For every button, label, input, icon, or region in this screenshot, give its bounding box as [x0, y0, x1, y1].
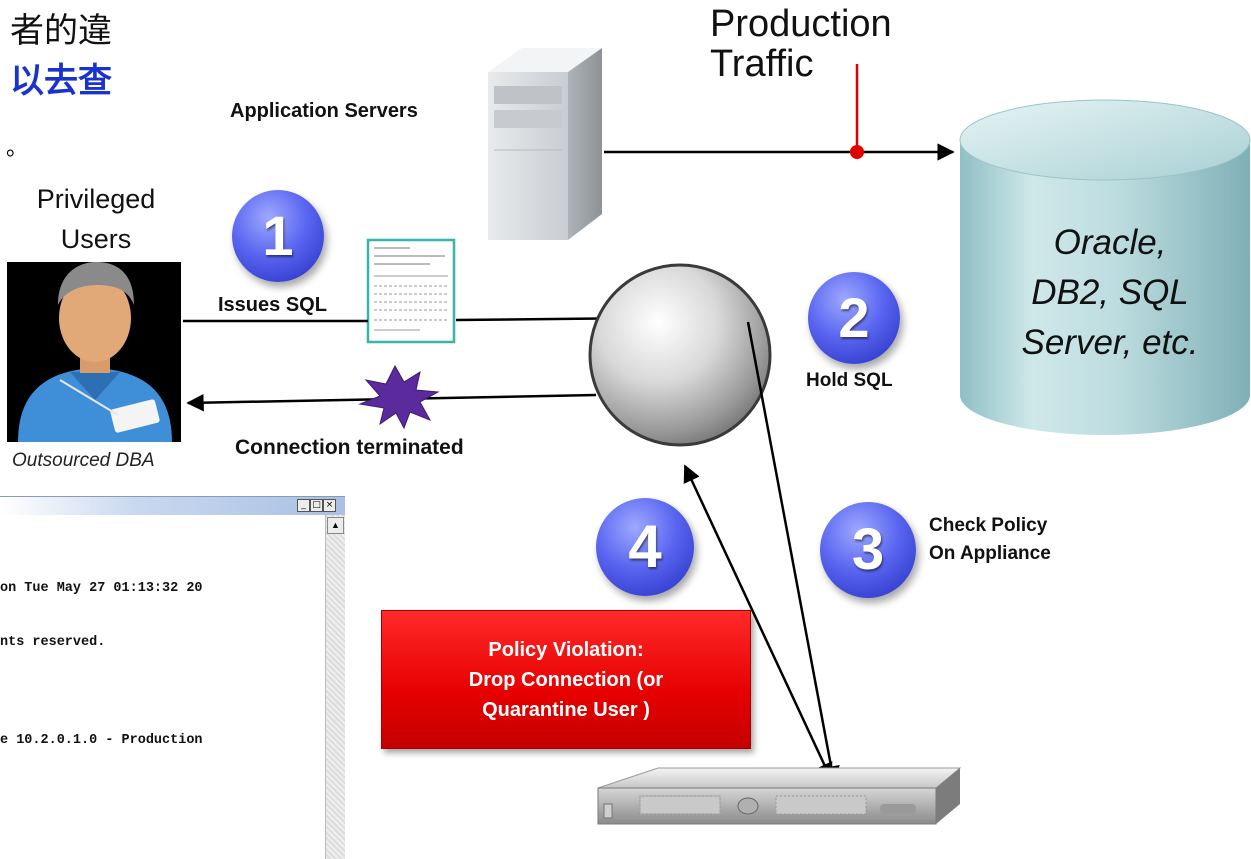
step-3-number: 3	[851, 517, 885, 582]
outsourced-dba-avatar	[7, 262, 181, 442]
check-policy-label: Check Policy On Appliance	[929, 512, 1051, 568]
privileged-users-label: Privileged Users	[10, 179, 182, 259]
production-traffic-line-2: Traffic	[710, 43, 814, 85]
sql-terminal-window: _ □ × ▲ on Tue May 27 01:13:32 20 nts re…	[0, 496, 345, 859]
terminal-line-2: nts reserved.	[0, 635, 106, 650]
check-policy-line-1: Check Policy	[929, 515, 1048, 536]
step-2-number: 2	[838, 286, 870, 349]
connection-terminated-label: Connection terminated	[235, 436, 464, 459]
cjk-line-1: 者的違	[10, 11, 112, 51]
terminal-scrollbar[interactable]: ▲	[325, 515, 345, 859]
policy-violation-box: Policy Violation: Drop Connection (or Qu…	[381, 610, 751, 749]
connection-burst-icon	[358, 364, 440, 430]
check-policy-line-2: On Appliance	[929, 543, 1051, 564]
database-cylinder-icon	[959, 99, 1251, 435]
step-1-number: 1	[262, 204, 294, 267]
gateway-sphere-icon	[588, 263, 772, 447]
terminal-line-3: e 10.2.0.1.0 - Production	[0, 733, 203, 748]
policy-line-1: Policy Violation:	[488, 638, 644, 661]
privileged-users-line-1: Privileged	[36, 184, 156, 214]
issues-sql-label: Issues SQL	[218, 294, 327, 316]
sql-document-icon	[366, 238, 456, 344]
application-server-icon	[488, 48, 602, 240]
security-appliance-icon	[597, 767, 962, 825]
terminal-line-1: on Tue May 27 01:13:32 20	[0, 581, 203, 596]
outsourced-dba-label: Outsourced DBA	[12, 450, 155, 471]
database-label: Oracle, DB2, SQL Server, etc.	[975, 218, 1245, 368]
hold-sql-label: Hold SQL	[806, 370, 893, 391]
traffic-tap-point	[850, 145, 864, 159]
terminal-title-bar: _ □ ×	[0, 497, 345, 515]
database-line-2: DB2, SQL	[1031, 273, 1189, 312]
production-traffic-line-1: Production	[710, 3, 892, 45]
step-2-badge: 2	[808, 272, 900, 364]
cjk-line-3: 。	[6, 136, 29, 161]
step-4-number: 4	[628, 513, 662, 580]
maximize-icon[interactable]: □	[310, 499, 323, 512]
scroll-up-icon[interactable]: ▲	[327, 517, 344, 534]
cjk-line-2: 以去查	[10, 61, 112, 101]
policy-line-3: Quarantine User )	[482, 698, 650, 721]
step-3-badge: 3	[820, 502, 916, 598]
application-servers-label: Application Servers	[230, 100, 418, 122]
privileged-users-line-2: Users	[60, 224, 132, 254]
step-1-badge: 1	[232, 190, 324, 282]
minimize-icon[interactable]: _	[297, 499, 310, 512]
close-icon[interactable]: ×	[323, 499, 336, 512]
step-4-badge: 4	[596, 498, 694, 596]
database-line-1: Oracle,	[1053, 223, 1167, 262]
database-line-3: Server, etc.	[1021, 323, 1199, 362]
appliance-to-sphere-line	[683, 464, 833, 781]
policy-line-2: Drop Connection (or	[468, 668, 664, 691]
production-traffic-label: Production Traffic	[710, 4, 892, 84]
